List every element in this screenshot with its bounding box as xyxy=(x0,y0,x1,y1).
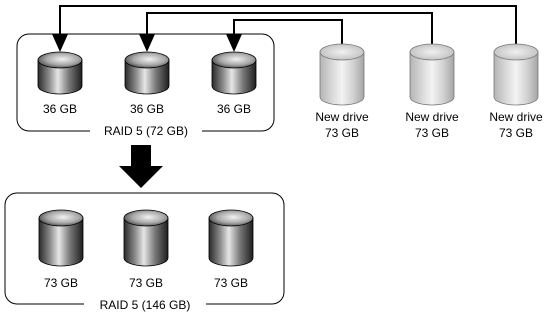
existing-drive-2: 36 GB xyxy=(124,51,170,116)
expanded-drive-3-label: 73 GB xyxy=(214,276,248,290)
connector-line-3 xyxy=(233,19,343,46)
new-drive-1-label-line2: 73 GB xyxy=(325,126,359,140)
existing-drive-3: 36 GB xyxy=(211,51,257,116)
new-drive-2: New drive 73 GB xyxy=(405,43,459,140)
transition-down-arrow xyxy=(119,145,163,188)
bottom-raid-group: RAID 5 (146 GB) xyxy=(4,192,285,312)
top-raid-label: RAID 5 (72 GB) xyxy=(104,124,188,138)
new-drive-3-label-line2: 73 GB xyxy=(499,126,533,140)
connector-lines xyxy=(52,5,517,52)
connector-line-1 xyxy=(59,5,517,46)
bottom-raid-label-bg xyxy=(84,296,206,312)
arrowhead-1 xyxy=(52,34,68,52)
existing-drive-3-label: 36 GB xyxy=(217,102,251,116)
new-drive-2-label-line2: 73 GB xyxy=(415,126,449,140)
arrowhead-3 xyxy=(226,34,242,52)
expanded-drive-1: 73 GB xyxy=(38,209,84,290)
existing-drive-1: 36 GB xyxy=(37,51,83,116)
new-drive-1-label-line1: New drive xyxy=(315,110,369,124)
top-raid-label-bg xyxy=(90,122,202,138)
new-drive-3-label-line1: New drive xyxy=(489,110,543,124)
new-drive-2-label-line1: New drive xyxy=(405,110,459,124)
expanded-drive-2-label: 73 GB xyxy=(129,276,163,290)
existing-drive-1-label: 36 GB xyxy=(43,102,77,116)
expanded-drive-2: 73 GB xyxy=(123,209,169,290)
bottom-raid-label: RAID 5 (146 GB) xyxy=(100,298,191,312)
new-drive-3: New drive 73 GB xyxy=(489,43,543,140)
expanded-drive-1-label: 73 GB xyxy=(44,276,78,290)
existing-drive-2-label: 36 GB xyxy=(130,102,164,116)
new-drive-1: New drive 73 GB xyxy=(315,43,369,140)
top-raid-group: RAID 5 (72 GB) xyxy=(16,33,275,138)
connector-line-2 xyxy=(146,12,433,46)
arrowhead-2 xyxy=(139,34,155,52)
expanded-drive-3: 73 GB xyxy=(208,209,254,290)
